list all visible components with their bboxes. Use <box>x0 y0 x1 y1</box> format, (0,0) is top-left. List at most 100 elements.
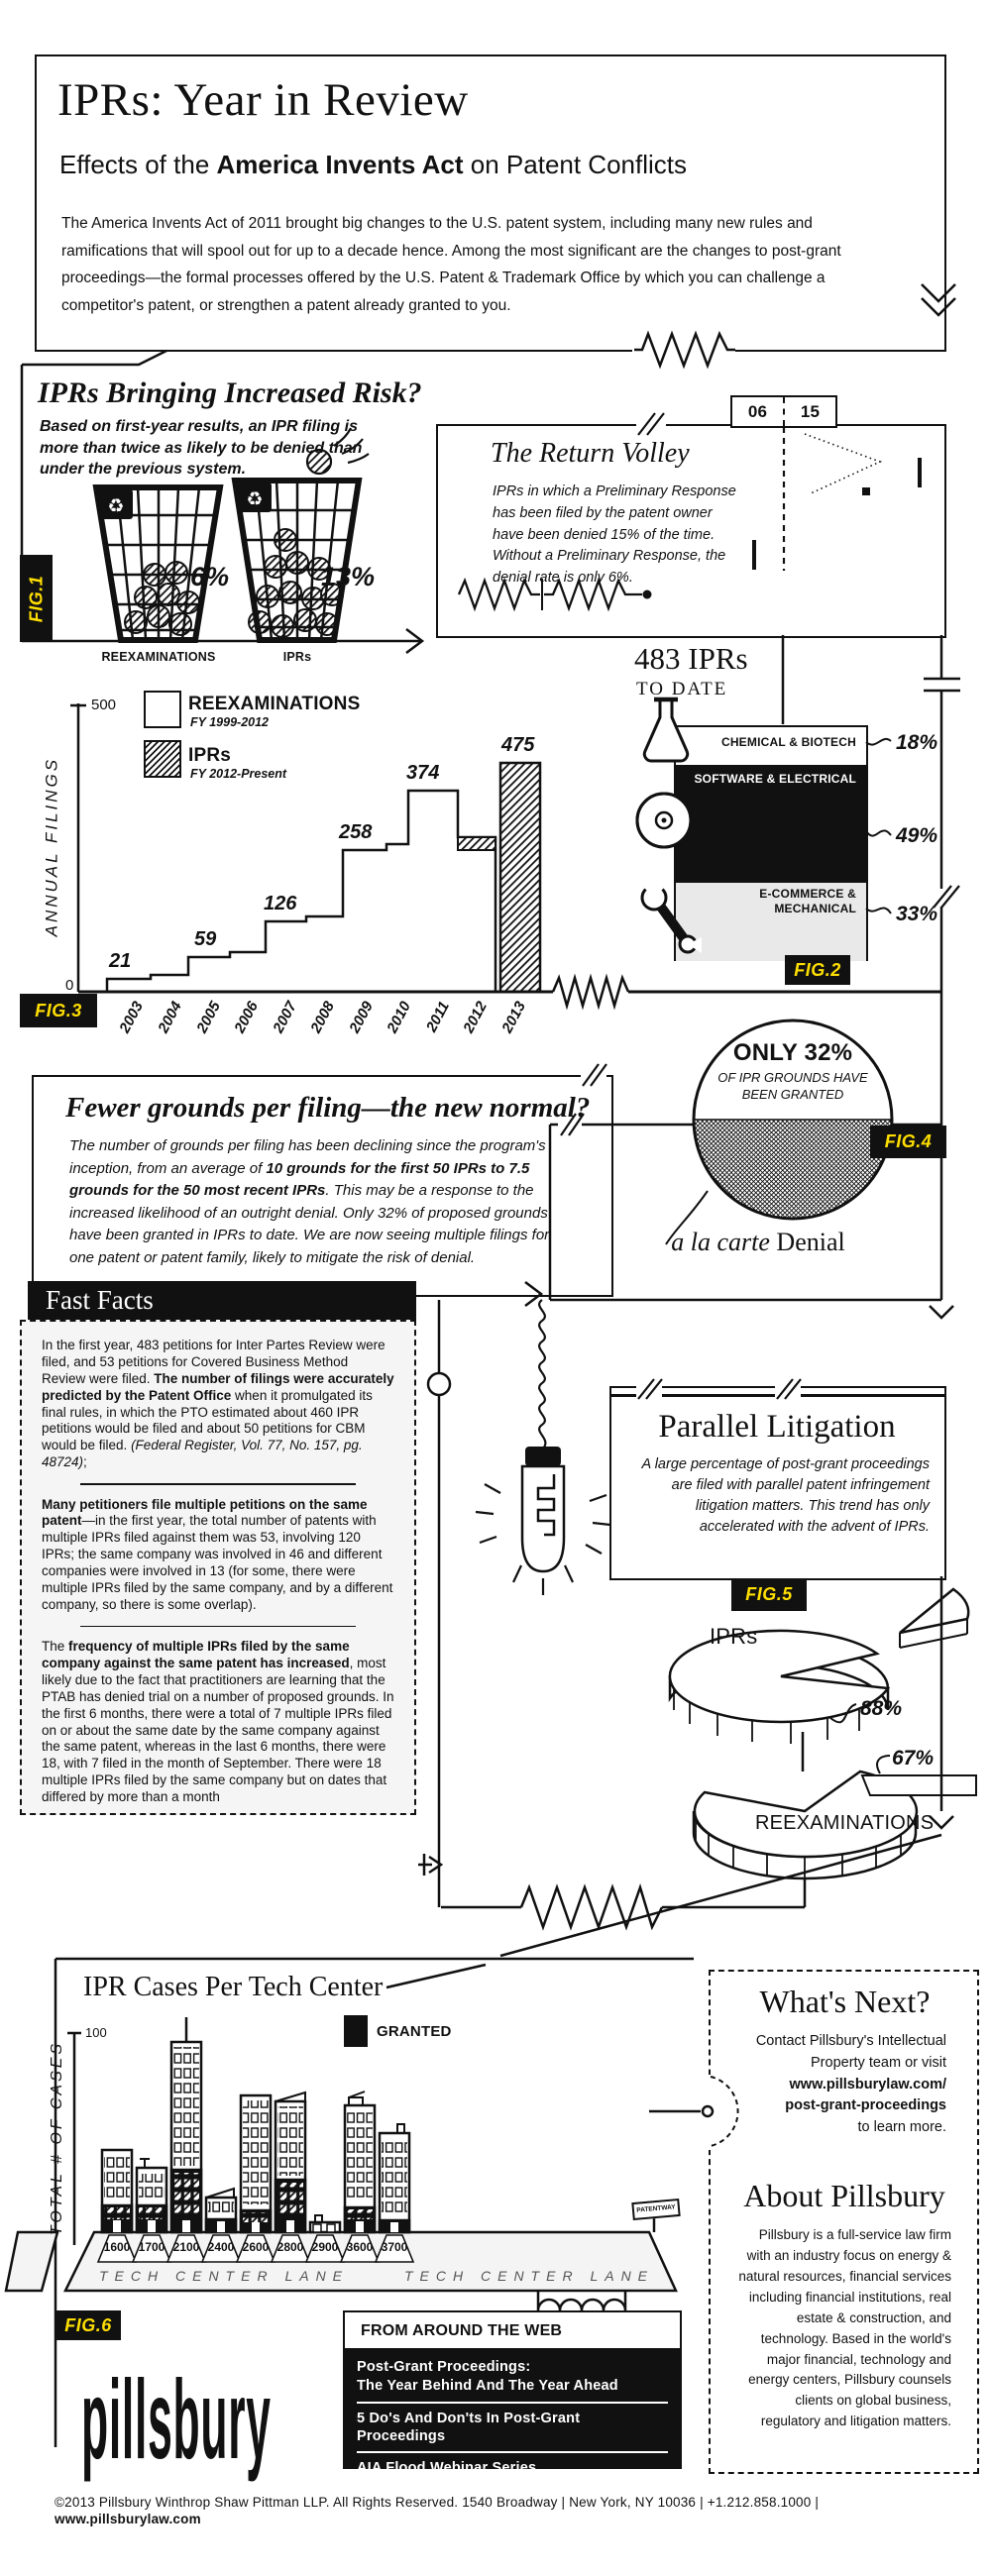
about-body: Pillsbury is a full-service law firm wit… <box>738 2227 951 2429</box>
web-link-dos-donts[interactable]: 5 Do's And Don'ts In Post-Grant Proceedi… <box>357 2410 581 2444</box>
fig3-year: 2010 <box>384 999 415 1036</box>
parallel-title: Parallel Litigation <box>658 1409 896 1445</box>
fig3-ylabel: ANNUAL FILINGS <box>42 756 61 937</box>
bottom-resistor <box>441 1882 805 1931</box>
ipr-pie <box>668 1587 970 1744</box>
tech-center-label: 2400 <box>207 2240 235 2254</box>
parallel-body: A large percentage of post-grant proceed… <box>641 1456 930 1536</box>
page-title: IPRs: Year in Review <box>57 74 469 126</box>
lightbulb-icon <box>475 1299 611 1595</box>
fig3-label: FIG.3 <box>20 994 97 1027</box>
score-right: 15 <box>800 402 821 421</box>
footer-text[interactable]: ©2013 Pillsbury Winthrop Shaw Pittman LL… <box>55 2495 820 2526</box>
ipr-pie-label: IPRs <box>710 1624 758 1649</box>
return-volley-title: The Return Volley <box>491 438 690 469</box>
fig3-value-21: 21 <box>109 950 132 972</box>
tech-center-label: 2900 <box>311 2240 339 2254</box>
fig6-title: IPR Cases Per Tech Center <box>83 1972 384 2002</box>
header-box <box>35 54 946 352</box>
fig3-year: 2005 <box>193 999 225 1036</box>
whats-next-title: What's Next? <box>759 1984 931 2019</box>
fig3-year: 2004 <box>155 999 186 1036</box>
web-coil <box>536 2291 627 2311</box>
fig3-year: 2011 <box>422 999 454 1035</box>
pillsbury-logo: pillsbury <box>81 2357 272 2483</box>
fig2-software-pct: 49% <box>896 824 938 847</box>
fig1-subtitle: Based on first-year results, an IPR fili… <box>40 418 363 479</box>
fig3-value-126: 126 <box>264 893 297 914</box>
web-link-line: Post-Grant Proceedings: <box>357 2359 531 2375</box>
legend-reexam-swatch <box>144 691 181 728</box>
fig4-caption: a la carte Denial <box>671 1228 845 1256</box>
fig3-year: 2013 <box>498 999 530 1036</box>
fig2-ecommerce-pct: 33% <box>896 903 938 925</box>
intro-paragraph: The America Invents Act of 2011 brought … <box>61 215 841 314</box>
fig3-value-475: 475 <box>501 734 535 756</box>
score-left: 06 <box>747 402 768 421</box>
svg-text:♻: ♻ <box>107 495 124 517</box>
fig6-buildings <box>100 2017 411 2234</box>
ipr-denial-pct: 13% <box>321 562 376 591</box>
fig2-stack <box>674 725 868 961</box>
new-normal-title: Fewer grounds per filing—the new normal? <box>65 1092 591 1124</box>
fig2-subtitle: TO DATE <box>636 679 728 699</box>
from-web-header: FROM AROUND THE WEB <box>361 2322 563 2339</box>
fig2-software-label: SOFTWARE & ELECTRICAL <box>694 772 856 786</box>
fig3-value-258: 258 <box>339 821 373 843</box>
about-title: About Pillsbury <box>743 2178 945 2213</box>
legend-reexam-sub: FY 1999-2012 <box>190 715 269 729</box>
fig2-chemical-label: CHEMICAL & BIOTECH <box>720 735 856 749</box>
new-normal-body: The number of grounds per filing has bee… <box>69 1137 550 1266</box>
fig2-band-software <box>676 767 866 881</box>
fig3-yzero: 0 <box>65 977 74 994</box>
new-normal-box <box>32 1075 613 1297</box>
web-divider <box>357 2401 668 2404</box>
parallel-inner-rule <box>611 1394 944 1397</box>
fig1-label: FIG.1 <box>20 555 53 642</box>
ipr-pie-pct: 88% <box>860 1697 903 1720</box>
web-link-line: The Year Behind And The Year Ahead <box>357 2377 618 2394</box>
fig3-year: 2012 <box>460 999 492 1036</box>
fig2-label: FIG.2 <box>785 955 850 985</box>
fig3-value-59: 59 <box>194 928 217 950</box>
fig3-year: 2007 <box>270 999 301 1036</box>
web-link-post-grant[interactable]: Post-Grant Proceedings: The Year Behind … <box>357 2358 668 2396</box>
from-web-list: Post-Grant Proceedings: The Year Behind … <box>343 2350 682 2476</box>
score-divider <box>783 397 785 426</box>
fig5-label: FIG.5 <box>731 1578 807 1611</box>
fast-facts-paragraph-1: In the first year, 483 petitions for Int… <box>42 1338 394 1470</box>
fig6-ymax: 100 <box>85 2025 107 2040</box>
tech-center-label: 2100 <box>172 2240 200 2254</box>
web-link-aia-flood[interactable]: AIA Flood Webinar Series <box>357 2459 537 2476</box>
tech-center-label: 2600 <box>242 2240 270 2254</box>
fig2-ecommerce-label: E-COMMERCE & MECHANICAL <box>759 887 856 915</box>
legend-reexam-label: REEXAMINATIONS <box>188 694 361 714</box>
web-divider <box>357 2450 668 2453</box>
fig3-year: 2003 <box>116 999 148 1036</box>
tech-center-label: 3600 <box>346 2240 374 2254</box>
patentway-sign: PATENTWAY <box>631 2198 681 2221</box>
fig1-title: IPRs Bringing Increased Risk? <box>38 376 422 409</box>
fig1-label-text: FIG.1 <box>26 575 47 622</box>
scoreboard: 06 15 <box>730 395 837 428</box>
street-name-2: TECH CENTER LANE <box>404 2268 655 2284</box>
fig2-chemical-pct: 18% <box>896 731 938 754</box>
fig6-ylabel: TOTAL # OF CASES <box>49 2040 65 2236</box>
fig4-line3: BEEN GRANTED <box>741 1087 844 1102</box>
granted-legend-label: GRANTED <box>377 2023 452 2040</box>
legend-ipr-sub: FY 2012-Present <box>190 767 287 781</box>
fig4-line1: ONLY 32% <box>732 1039 853 1066</box>
fast-facts-body-box: In the first year, 483 petitions for Int… <box>20 1320 416 1815</box>
fig2-band-chemical <box>676 727 866 767</box>
fig4-label: FIG.4 <box>870 1126 946 1158</box>
capacitor-wire <box>924 635 960 1125</box>
fig3-ymax: 500 <box>91 697 117 713</box>
fig2-band-ecommerce <box>676 881 866 961</box>
fig3-year: 2009 <box>346 999 378 1036</box>
ipr-basket-label: IPRs <box>282 650 312 664</box>
fig4-line2: OF IPR GROUNDS HAVE <box>717 1070 868 1085</box>
svg-text:♻: ♻ <box>246 488 263 510</box>
reexam-denial-pct: 6% <box>190 562 230 591</box>
